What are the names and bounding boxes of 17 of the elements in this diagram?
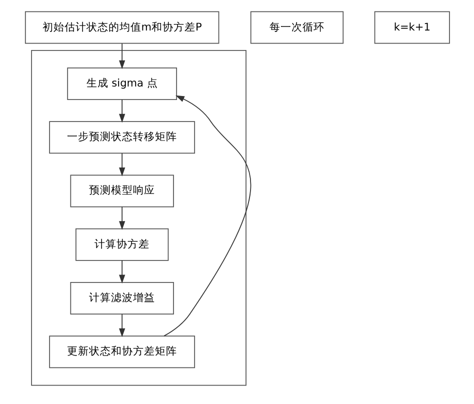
- arrow: [164, 95, 252, 336]
- node-box: 计算协方差: [76, 228, 169, 261]
- cluster: [31, 50, 246, 386]
- arrow: [119, 206, 126, 230]
- node-box: 预测模型响应: [70, 174, 174, 208]
- node-box: 一步预测状态转移矩阵: [49, 121, 196, 154]
- arrow: [119, 152, 126, 176]
- node-box: 生成 sigma 点: [67, 68, 178, 100]
- node-box: 每一次循环: [250, 11, 344, 44]
- arrow: [119, 314, 126, 338]
- arrow: [119, 260, 126, 284]
- node-box: 更新状态和协方差矩阵: [49, 336, 196, 368]
- node-box: 计算滤波增益: [70, 282, 174, 314]
- arrow: [119, 43, 126, 70]
- arrow: [119, 99, 126, 123]
- node-box: k=k+1: [374, 11, 450, 44]
- node-box: 初始估计状态的均值m和协方差P: [24, 11, 220, 44]
